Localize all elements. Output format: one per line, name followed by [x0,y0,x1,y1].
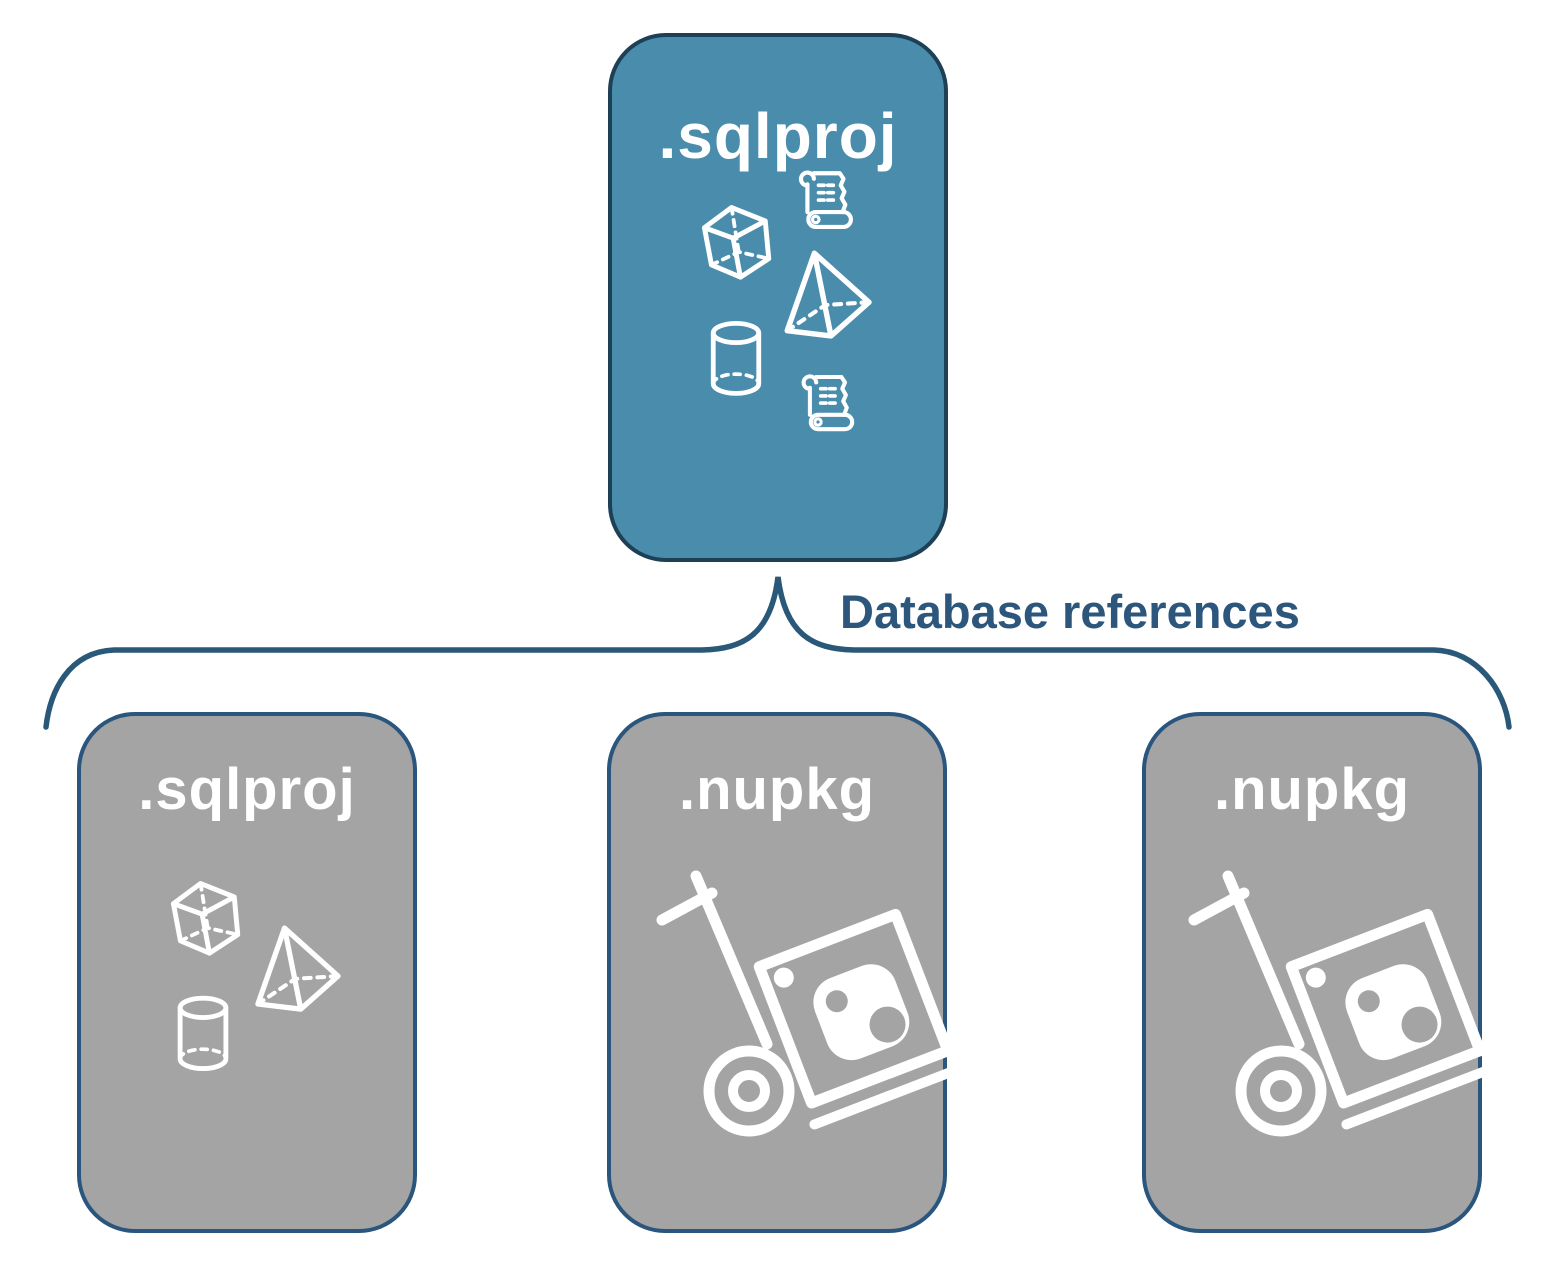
cylinder-icon [701,317,771,405]
hand-truck-package-icon [1180,860,1501,1150]
hand-truck-package-icon [648,860,969,1150]
child-node-sqlproj: .sqlproj [77,712,417,1233]
pyramid-icon [240,922,342,1018]
root-node-sqlproj: .sqlproj [608,33,948,562]
child-node-label: .nupkg [678,757,876,822]
scroll-icon [791,365,863,443]
connector-label: Database references [840,585,1300,638]
root-node-label: .sqlproj [658,100,898,172]
scroll-icon [788,161,862,241]
cube-icon [163,872,253,962]
child-node-label: .nupkg [1213,757,1411,822]
child-node-label: .sqlproj [138,757,356,822]
cube-icon [694,196,784,286]
pyramid-icon [770,247,872,345]
cylinder-icon [167,992,239,1080]
